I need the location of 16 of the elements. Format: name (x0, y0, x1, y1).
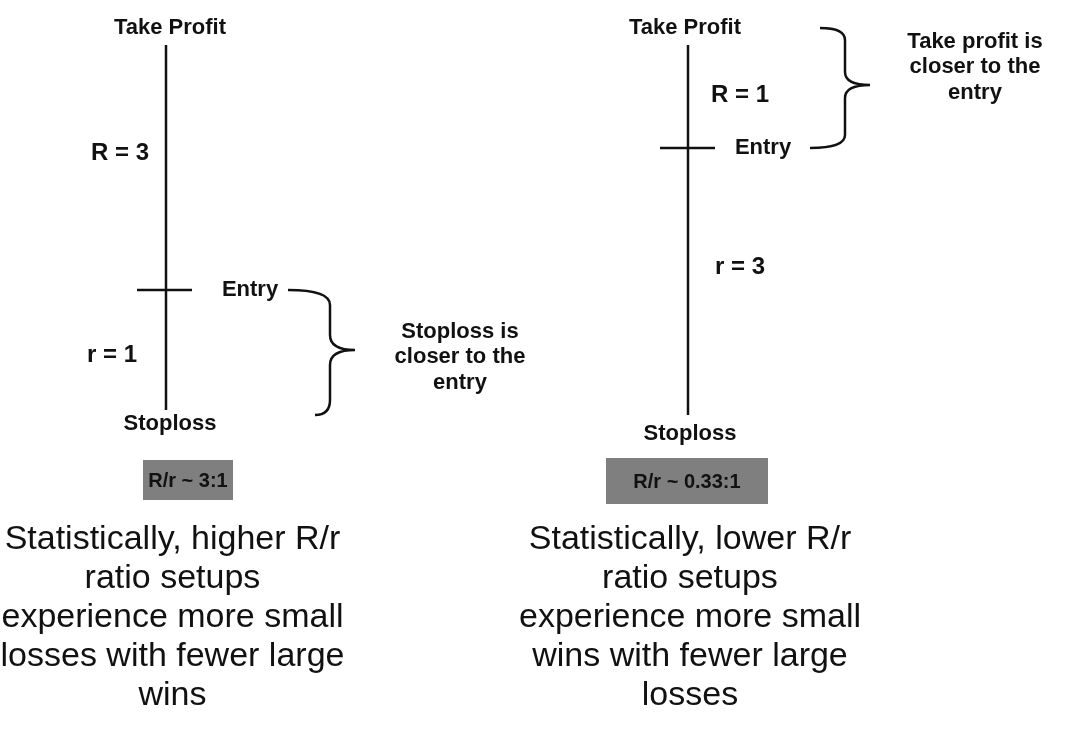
level-label: Take Profit (627, 14, 743, 40)
level-label: Take Profit (112, 14, 228, 40)
caption-text: Statistically, lower R/r ratio setups experience more small wins with fewer large losses (518, 518, 862, 714)
annotation-text: Stoploss is closer to the entry (393, 318, 527, 394)
level-label: Stoploss (642, 420, 738, 446)
ratio-box: R/r ~ 0.33:1 (606, 458, 768, 504)
annotation-text: Take profit is closer to the entry (906, 28, 1044, 104)
ratio-box: R/r ~ 3:1 (143, 460, 233, 500)
level-label: Entry (220, 276, 280, 302)
distance-label: r = 3 (713, 252, 766, 280)
level-label: Stoploss (122, 410, 218, 436)
level-label: Entry (733, 134, 793, 160)
distance-label: r = 1 (85, 340, 138, 368)
caption-text: Statistically, higher R/r ratio setups experience more small losses with fewer large wins (0, 518, 345, 714)
distance-label: R = 3 (90, 138, 150, 166)
distance-label: R = 1 (710, 80, 770, 108)
